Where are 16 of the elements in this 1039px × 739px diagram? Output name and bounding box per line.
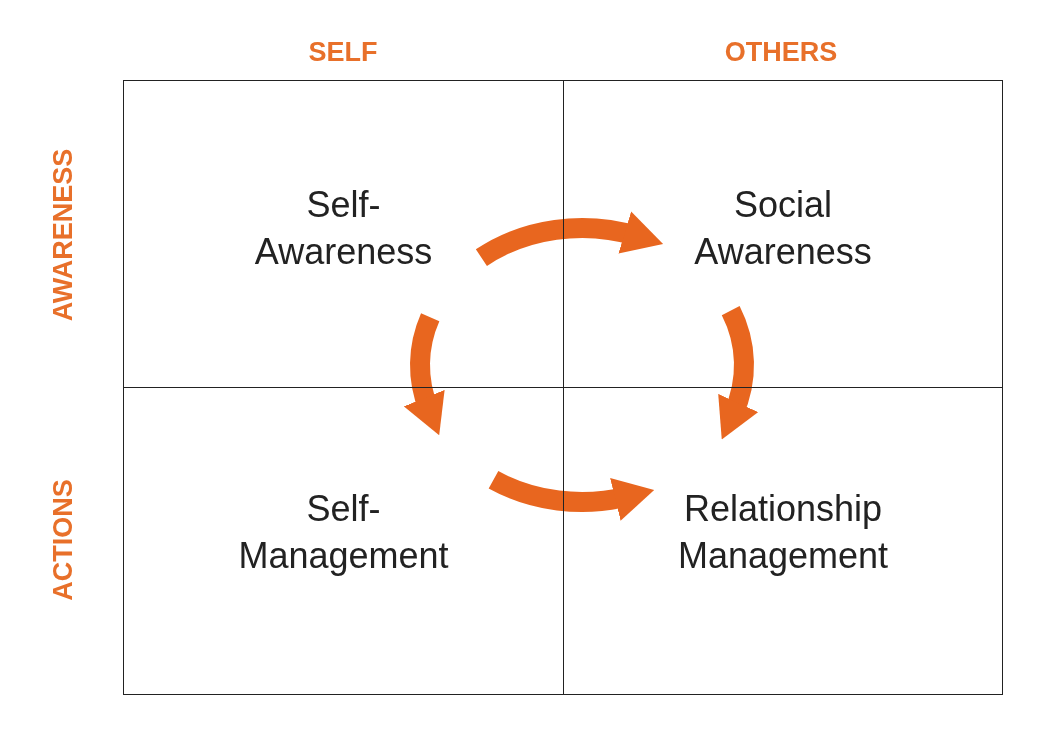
axis-label: AWARENESS [47, 148, 79, 322]
axis-label: OTHERS [724, 36, 838, 68]
axis-label: SELF [308, 36, 378, 68]
quadrant-title: Relationship Management [676, 487, 890, 578]
curved-arrow [404, 313, 446, 436]
curved-arrow [476, 211, 664, 267]
quadrant-title: Self- Awareness [253, 183, 434, 274]
quadrant-title: Social Awareness [693, 183, 873, 274]
curved-arrow [489, 470, 655, 521]
quadrant-box [123, 387, 564, 695]
curved-arrow [716, 306, 759, 441]
quadrant-box [123, 80, 564, 388]
quadrant-title: Self- Management [237, 487, 450, 578]
axis-label: ACTIONS [47, 479, 79, 601]
quadrant-box [563, 387, 1003, 695]
quadrant-box [563, 80, 1003, 388]
